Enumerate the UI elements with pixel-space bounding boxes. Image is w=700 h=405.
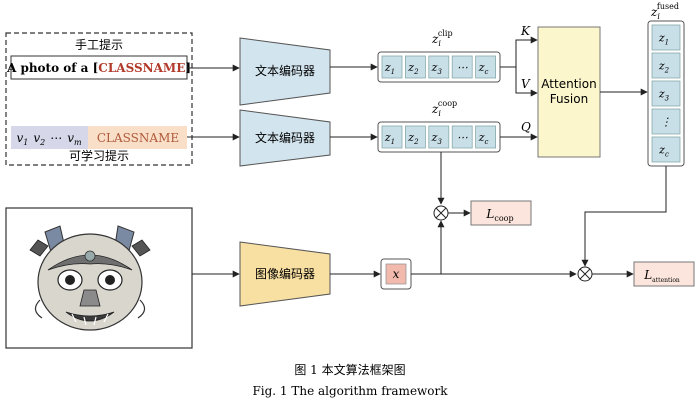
feature-cell (404, 55, 426, 79)
feature-cell-label: zc (478, 131, 489, 146)
arrow-icon (500, 36, 538, 68)
learnable-token-block (11, 126, 88, 149)
feature-cell (475, 125, 497, 149)
attention-fusion-line1: Attention (541, 77, 596, 91)
feature-cell-label: zc (478, 61, 489, 76)
text-encoder-bottom-label: 文本编码器 (255, 130, 315, 145)
query-label: Q (521, 120, 531, 134)
image-encoder-label: 图像编码器 (255, 266, 315, 281)
feature-cell (475, 55, 497, 79)
arrow-icon (581, 166, 667, 267)
manual-prompt-text: A photo of a [CLASSNAME] (6, 61, 191, 75)
feature-cell (381, 125, 403, 149)
loss-attention-label: Lattention (643, 268, 680, 284)
arrow-icon (411, 220, 445, 275)
feature-cell (651, 80, 681, 107)
loss-coop-label: Lcoop (485, 207, 513, 223)
text-encoder-top (239, 37, 331, 106)
learnable-class-text: CLASSNAME (97, 131, 179, 145)
feature-cell-label: z1 (384, 131, 395, 146)
feature-cell-label: z2 (407, 61, 419, 76)
feature-cell-label: z2 (407, 131, 419, 146)
image-feature-cell (385, 263, 407, 285)
feature-cell-label: ⋯ (457, 131, 468, 144)
feature-cell-label: z3 (431, 61, 443, 76)
feature-cell-label: z3 (658, 88, 670, 103)
feature-cell (651, 136, 681, 163)
image-feature-label: x (393, 267, 400, 281)
feature-cell (428, 55, 450, 79)
feature-cell-label: zc (658, 144, 669, 159)
learnable-prompt-label: 可学习提示 (69, 148, 129, 163)
feature-cell (651, 108, 681, 135)
fused-feature-cells: z1 z2 z3 ⋮ zc (651, 24, 681, 163)
clip-feature-cells: z1 z2 z3 ⋯ zc (381, 55, 497, 79)
loss-coop-box (470, 200, 532, 226)
feature-cell-label: ⋮ (661, 116, 672, 129)
text-encoder-top-label: 文本编码器 (255, 63, 315, 78)
feature-cell (428, 125, 450, 149)
fused-feature-label: zifused (650, 2, 679, 21)
multiply-circle-icon (579, 268, 591, 280)
multiply-circle-icon (435, 207, 447, 219)
feature-cell (651, 24, 681, 51)
feature-cell-label: z1 (658, 32, 669, 47)
feature-cell (404, 125, 426, 149)
loss-attention-box (633, 261, 695, 287)
text-encoder-bottom (239, 109, 331, 167)
caption-chinese: 图 1 本文算法框架图 (294, 362, 405, 377)
image-encoder (239, 241, 331, 307)
feature-cell (451, 125, 473, 149)
coop-feature-cells: z1 z2 z3 ⋯ zc (381, 125, 497, 149)
learnable-class-block (88, 126, 187, 149)
feature-cell-label: z3 (431, 131, 443, 146)
coop-feature-label: zicoop (431, 99, 457, 118)
feature-cell (381, 55, 403, 79)
opera-mask-image (29, 225, 151, 331)
feature-cell (651, 52, 681, 79)
feature-cell-label: ⋯ (457, 61, 468, 74)
clip-feature-label: ziclip (431, 29, 453, 48)
value-label: V (521, 77, 531, 91)
key-label: K (520, 24, 531, 38)
arrow-icon (515, 67, 538, 97)
attention-fusion-line2: Fusion (550, 92, 588, 106)
feature-cell (451, 55, 473, 79)
caption-english: Fig. 1 The algorithm framework (252, 384, 448, 398)
prompt-group-box (5, 32, 193, 166)
feature-cell-label: z2 (658, 60, 670, 75)
feature-cell-label: z1 (384, 61, 395, 76)
manual-prompt-label: 手工提示 (75, 37, 123, 52)
